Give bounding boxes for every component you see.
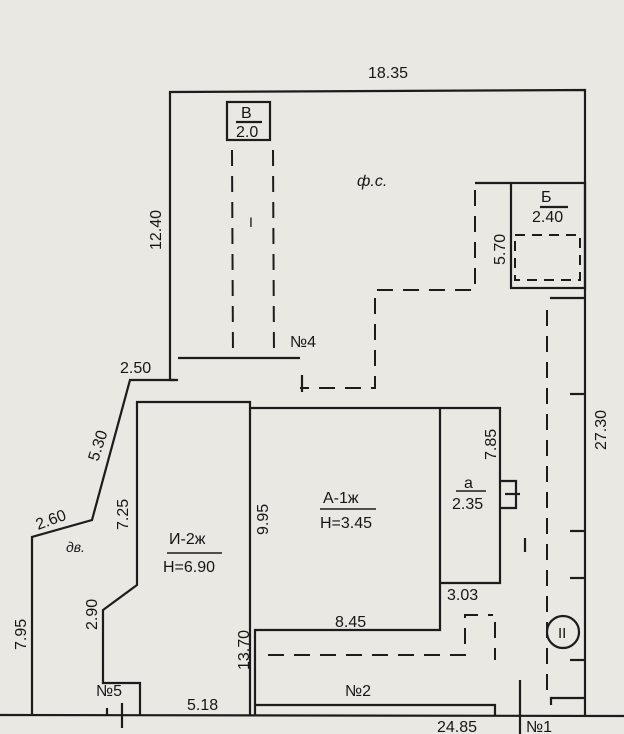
building-b-value: 2.40 <box>532 209 563 226</box>
dim-top: 18.35 <box>368 65 408 82</box>
dim-diag-upper: 5.30 <box>86 428 112 463</box>
building-b <box>509 181 587 290</box>
dim-i-left-lower: 2.90 <box>84 599 101 630</box>
strip-n2 <box>255 703 497 715</box>
annex-a-letter: а <box>464 475 473 492</box>
dim-bottom: 24.85 <box>437 719 477 734</box>
dim-a-left: 9.95 <box>255 504 272 535</box>
annex-a-value: 2.35 <box>452 496 483 513</box>
dim-a-left-lower: 13.70 <box>236 630 253 670</box>
plot-n2: №2 <box>345 683 371 700</box>
building-i-outline <box>101 400 252 715</box>
yard-label: ф.с. <box>357 173 387 190</box>
dim-left-upper: 12.40 <box>148 210 165 250</box>
building-a-height: Н=3.45 <box>320 515 372 532</box>
dim-bottom-left: 5.18 <box>187 697 218 714</box>
fence-mark: I <box>249 214 253 230</box>
plot-n4: №4 <box>290 334 316 351</box>
roman-label: II <box>558 625 566 642</box>
building-i-height: Н=6.90 <box>163 559 215 576</box>
building-a-bottom <box>253 408 442 715</box>
building-b-letter: Б <box>541 189 552 206</box>
building-a-outline <box>250 406 502 585</box>
dim-annex-bottom: 3.03 <box>447 587 478 604</box>
dim-left-outer: 7.95 <box>13 619 30 650</box>
dashed-lower <box>268 614 493 656</box>
plot-n1: №1 <box>526 719 552 734</box>
plot-n5: №5 <box>96 683 122 700</box>
dv-label: дв. <box>66 539 85 555</box>
building-a-name: А-1ж <box>323 490 359 507</box>
dim-b-side: 5.70 <box>492 234 509 265</box>
dim-right: 27.30 <box>593 410 610 450</box>
dim-a-bottom: 8.45 <box>335 614 366 631</box>
fence-ticks <box>523 392 585 705</box>
building-v-letter: В <box>241 105 252 122</box>
dim-annex-height: 7.85 <box>483 429 500 460</box>
dashed-yard <box>300 190 476 389</box>
building-v <box>225 100 272 142</box>
building-i-name: И-2ж <box>169 531 206 548</box>
dim-diag-lower: 2.60 <box>34 507 69 534</box>
roman-marker <box>545 614 581 650</box>
dim-step: 2.50 <box>120 360 151 377</box>
building-v-value: 2.0 <box>236 124 258 141</box>
dim-i-left-upper: 7.25 <box>115 499 132 530</box>
